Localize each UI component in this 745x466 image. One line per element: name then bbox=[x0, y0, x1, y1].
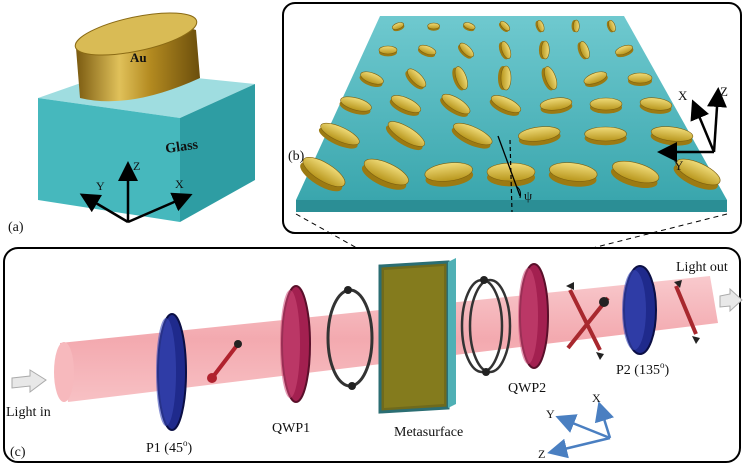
psi-label: ψ bbox=[524, 188, 532, 203]
nanorod bbox=[359, 71, 384, 88]
nanorod bbox=[498, 65, 512, 91]
polarizer-p1 bbox=[156, 313, 187, 431]
nanorod bbox=[541, 66, 558, 91]
output-polarization bbox=[674, 280, 700, 344]
panel-b-label: (b) bbox=[288, 149, 305, 164]
panel-b-axes bbox=[657, 87, 727, 162]
nanorod bbox=[639, 97, 673, 114]
polarizer-p2 bbox=[622, 265, 657, 355]
panel-b-z-axis-label: Z bbox=[720, 84, 728, 99]
nanorod bbox=[361, 158, 409, 190]
nanorod bbox=[427, 22, 440, 31]
nanorod bbox=[391, 22, 405, 32]
crossed-polarization-states bbox=[566, 282, 610, 360]
panel-c-label: (c) bbox=[10, 445, 26, 460]
panel-a-axes bbox=[79, 161, 193, 224]
nanorod bbox=[378, 45, 398, 57]
nanorod bbox=[452, 66, 468, 91]
nanorod bbox=[498, 41, 512, 60]
nanorod bbox=[535, 19, 545, 33]
panel-c: Light in Light out P1 (45o) QWP1 Metasur… bbox=[3, 247, 743, 463]
qwp2-label: QWP2 bbox=[508, 381, 546, 396]
panel-b: ψ X Z Y (b) bbox=[282, 2, 742, 234]
glass-cube-front bbox=[38, 98, 180, 222]
panel-c-axes bbox=[547, 401, 615, 459]
glass-label: Glass bbox=[164, 137, 199, 156]
nanorod bbox=[300, 156, 346, 192]
panel-a: Au Glass Z Y X (a) bbox=[8, 12, 255, 235]
metasurface-slab bbox=[378, 258, 456, 414]
nanorod bbox=[650, 126, 694, 146]
p1-label: P1 (45o) bbox=[146, 438, 192, 456]
nanorod bbox=[458, 42, 474, 59]
panel-a-z-axis-label: Z bbox=[133, 159, 140, 173]
nanorod bbox=[584, 126, 627, 146]
nanorod bbox=[318, 122, 360, 149]
nanorod bbox=[538, 40, 550, 60]
nanorod-array bbox=[300, 19, 721, 192]
circular-polarization-2 bbox=[460, 276, 512, 376]
nanorod bbox=[385, 121, 425, 151]
nanorod bbox=[498, 20, 511, 33]
panel-a-x-axis-label: X bbox=[175, 177, 184, 191]
metasurface-label: Metasurface bbox=[394, 425, 463, 440]
light-in-label: Light in bbox=[6, 405, 51, 420]
qwp1-label: QWP1 bbox=[272, 421, 310, 436]
nanorod bbox=[462, 22, 476, 32]
nanorod bbox=[389, 95, 422, 116]
panel-c-y-axis-label: Y bbox=[546, 407, 555, 421]
nanorod bbox=[417, 44, 437, 58]
output-light-arrow bbox=[719, 287, 743, 313]
nanorod bbox=[615, 44, 634, 58]
nanorod bbox=[673, 158, 721, 190]
nanorod bbox=[548, 162, 598, 187]
input-light-arrow bbox=[11, 369, 47, 393]
waveplate-qwp1 bbox=[280, 285, 311, 403]
panel-b-x-axis-label: X bbox=[678, 88, 688, 103]
light-out-label: Light out bbox=[676, 260, 728, 275]
nanorod bbox=[606, 19, 616, 33]
gold-nanorod bbox=[74, 12, 200, 102]
panel-a-label: (a) bbox=[8, 220, 24, 235]
panel-c-x-axis-label: X bbox=[592, 391, 601, 405]
au-label: Au bbox=[130, 50, 147, 65]
nanorod bbox=[489, 95, 522, 116]
nanorod bbox=[424, 162, 474, 187]
panel-a-y-axis-label: Y bbox=[96, 179, 105, 193]
psi-annotation bbox=[497, 135, 521, 213]
nanorod bbox=[577, 41, 590, 60]
nanorod bbox=[583, 71, 608, 88]
nanorod bbox=[518, 126, 561, 146]
nanorod bbox=[405, 68, 427, 90]
nanorod bbox=[440, 93, 471, 117]
panel-c-z-axis-label: Z bbox=[538, 447, 545, 461]
nanorod bbox=[589, 97, 623, 114]
panel-b-y-axis-label: Y bbox=[674, 158, 684, 173]
nanorod bbox=[539, 97, 573, 114]
glass-cube-side bbox=[180, 84, 255, 222]
circular-polarization-1 bbox=[326, 286, 374, 390]
waveplate-qwp2 bbox=[518, 263, 549, 369]
nanorod bbox=[571, 19, 580, 33]
linear-polarization-1 bbox=[207, 340, 242, 383]
nanorod bbox=[610, 160, 660, 189]
nanorod bbox=[451, 122, 493, 149]
p2-label: P2 (135o) bbox=[616, 360, 669, 378]
nanorod bbox=[627, 72, 653, 86]
nanorod bbox=[339, 96, 372, 115]
